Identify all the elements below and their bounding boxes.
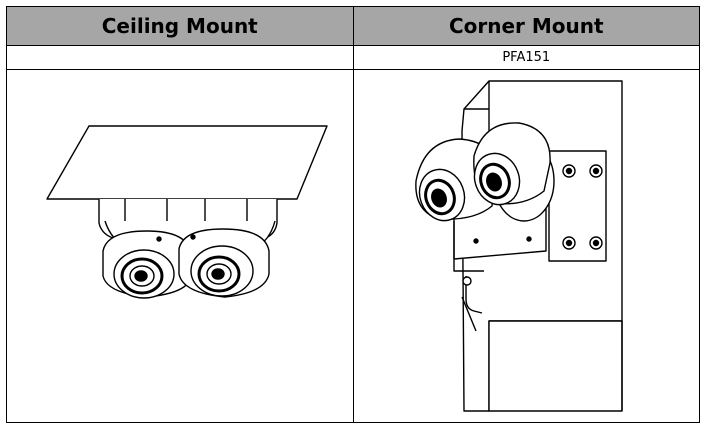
corner-mount-cell: [352, 69, 700, 423]
corner-mount-header: Corner Mount: [352, 6, 700, 46]
ceiling-mount-header: Ceiling Mount: [6, 6, 354, 46]
ceiling-mount-model: [6, 45, 354, 70]
illustration-row: [6, 69, 700, 423]
ceiling-mount-illustration: [46, 125, 328, 299]
mount-table: Ceiling Mount Corner Mount PFA151: [6, 6, 700, 423]
ceiling-mount-cell: [6, 69, 354, 423]
header-row: Ceiling Mount Corner Mount: [6, 6, 700, 46]
model-row: PFA151: [6, 45, 700, 70]
corner-mount-model: PFA151: [352, 45, 700, 70]
corner-mount-illustration: [414, 80, 623, 412]
